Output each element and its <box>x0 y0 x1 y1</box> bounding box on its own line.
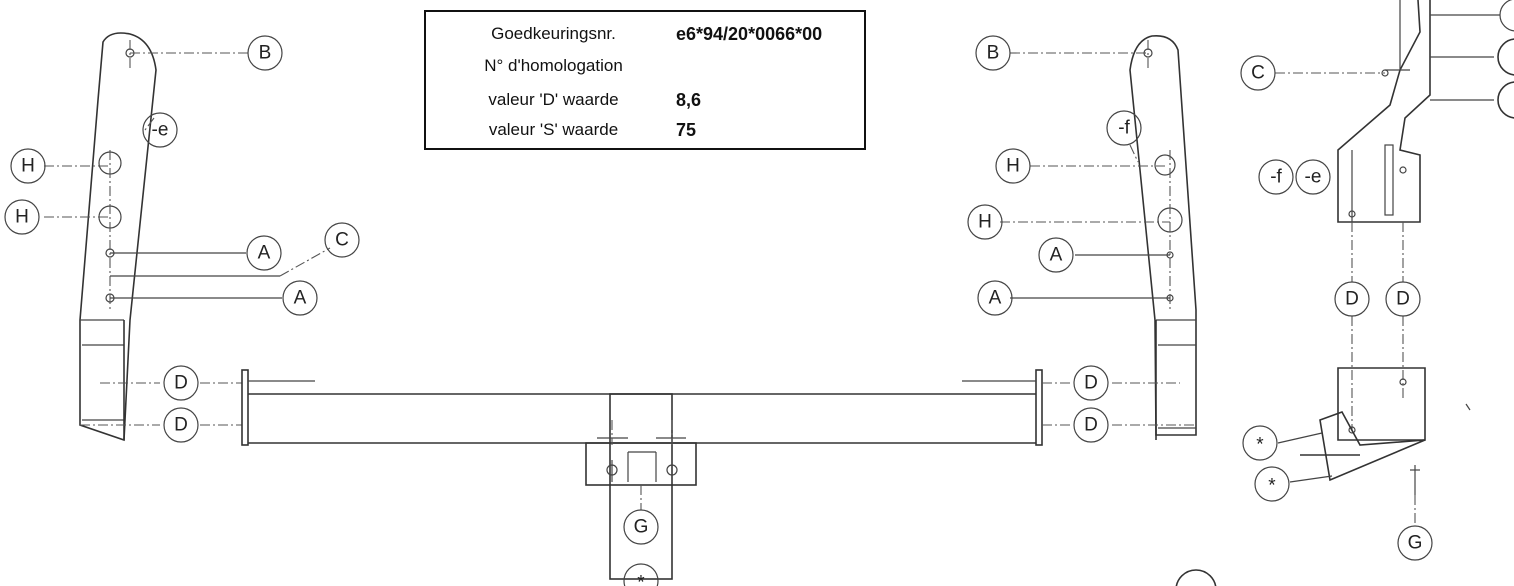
callout-label-h: H <box>978 212 992 233</box>
callout-label-h: H <box>1006 156 1020 177</box>
callout-label-h: H <box>15 207 29 228</box>
callout-h-right-lower: H <box>967 204 1003 240</box>
spec-row-homologation: N° d'homologation <box>426 54 864 78</box>
center-hitch <box>585 393 697 580</box>
callout-label-c: C <box>335 230 349 251</box>
callout-a-clipped-right-upper <box>1497 38 1514 76</box>
callout-b-right: B <box>975 35 1011 71</box>
callout-h-right-upper: H <box>995 148 1031 184</box>
callout-label-star: * <box>1268 476 1276 497</box>
callout-label-d: D <box>1345 289 1359 310</box>
spec-value: e6*94/20*0066*00 <box>676 24 823 44</box>
callout-d-right-upper: D <box>1073 365 1109 401</box>
spec-value: 75 <box>676 120 697 140</box>
left-mounting-bracket <box>79 32 157 442</box>
callout-label-h: H <box>21 156 35 177</box>
callout-g-center: G <box>623 509 659 545</box>
callout-neg-e-side: -e <box>1295 159 1331 195</box>
callout-label-d: D <box>174 415 188 436</box>
callout-label-star: * <box>1256 435 1264 456</box>
callout-star-side-upper: * <box>1242 425 1278 461</box>
callout-a-clipped-right-lower <box>1497 81 1514 119</box>
callout-h-left-upper: H <box>10 148 46 184</box>
callout-star-center: * <box>623 563 659 586</box>
callout-label-d: D <box>1396 289 1410 310</box>
callout-d-left-upper: D <box>163 365 199 401</box>
callout-h-left-lower: H <box>4 199 40 235</box>
spec-label: Goedkeuringsnr. <box>491 24 616 43</box>
callout-label-d: D <box>174 373 188 394</box>
callout-c-left: C <box>324 222 360 258</box>
left-leader-lines <box>44 52 331 426</box>
callout-neg-f-right: -f <box>1106 110 1142 146</box>
spec-row-d-value: valeur 'D' waarde 8,6 <box>426 88 864 112</box>
spec-value: 8,6 <box>676 90 702 110</box>
callout-clipped-top-right <box>1499 0 1514 32</box>
spec-label: valeur 'S' waarde <box>488 120 619 139</box>
callout-a-right-lower: A <box>977 280 1013 316</box>
callout-neg-f-side: -f <box>1258 159 1294 195</box>
spec-row-approval-number: Goedkeuringsnr. e6*94/20*0066*00 <box>426 22 864 46</box>
callout-label-b: B <box>987 43 1000 64</box>
right-leader-lines <box>1000 52 1196 426</box>
callout-d-side-right: D <box>1385 281 1421 317</box>
callout-label-star: * <box>637 573 645 586</box>
callout-label-d: D <box>1084 373 1098 394</box>
side-view <box>1275 0 1500 525</box>
right-mounting-bracket <box>1129 34 1197 440</box>
callout-label-d: D <box>1084 415 1098 436</box>
callout-b-left: B <box>247 35 283 71</box>
callout-label-a: A <box>1050 245 1063 266</box>
callout-neg-e-left: -e <box>142 112 178 148</box>
callout-g-side: G <box>1397 525 1433 561</box>
callout-d-left-lower: D <box>163 407 199 443</box>
callout-label-neg-e: -e <box>152 120 169 141</box>
callout-a-left-lower: A <box>282 280 318 316</box>
spec-label: valeur 'D' waarde <box>488 90 619 109</box>
callout-label-a: A <box>258 243 271 264</box>
callout-label-neg-e: -e <box>1305 167 1322 188</box>
callout-d-side-left: D <box>1334 281 1370 317</box>
callout-label-g: G <box>1408 533 1423 554</box>
homologation-spec-table: Goedkeuringsnr. e6*94/20*0066*00 N° d'ho… <box>424 10 866 150</box>
spec-row-s-value: valeur 'S' waarde 75 <box>426 118 864 142</box>
callout-partial-bottom <box>1175 569 1217 586</box>
callout-star-side-lower: * <box>1254 466 1290 502</box>
callout-label-a: A <box>294 288 307 309</box>
callout-a-right-upper: A <box>1038 237 1074 273</box>
cross-bar <box>241 369 1043 446</box>
callout-label-a: A <box>989 288 1002 309</box>
callout-c-side: C <box>1240 55 1276 91</box>
callout-d-right-lower: D <box>1073 407 1109 443</box>
callout-label-neg-f: -f <box>1118 118 1130 139</box>
callout-a-left-upper: A <box>246 235 282 271</box>
spec-label: N° d'homologation <box>484 56 623 75</box>
callout-label-neg-f: -f <box>1270 167 1282 188</box>
callout-label-g: G <box>634 517 649 538</box>
callout-label-c: C <box>1251 63 1265 84</box>
callout-label-b: B <box>259 43 272 64</box>
